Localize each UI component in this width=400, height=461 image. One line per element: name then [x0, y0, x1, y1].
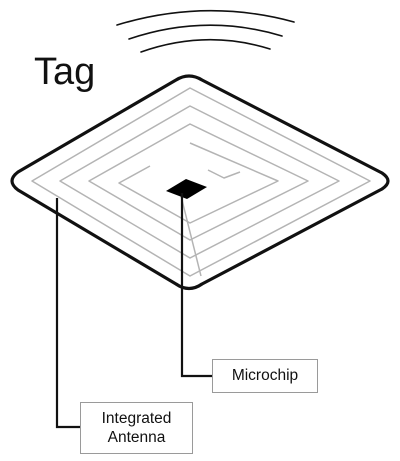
- antenna-loop-2: [59, 105, 340, 259]
- microchip-leader-line: [180, 193, 212, 378]
- microchip-label: Microchip: [231, 367, 299, 384]
- antenna-chip-lead: [180, 195, 202, 277]
- antenna-leader-line: [55, 198, 80, 429]
- antenna-label-box: Integrated Antenna: [80, 402, 193, 454]
- antenna-loop-3: [88, 123, 309, 241]
- antenna-label-line1: Integrated: [101, 409, 172, 427]
- tag-title: Tag: [34, 51, 96, 93]
- microchip-label-box: Microchip: [212, 359, 318, 393]
- microchip-icon: [166, 179, 207, 199]
- antenna-spiral: [31, 87, 371, 277]
- antenna-inner-arm: [207, 169, 241, 179]
- signal-waves-icon: [116, 9, 295, 53]
- antenna-label-line2: Antenna: [107, 429, 166, 446]
- signal-wave-inner: [140, 38, 271, 53]
- antenna-loop-4: [118, 142, 279, 224]
- antenna-loop-1: [31, 87, 371, 277]
- signal-wave-middle: [128, 24, 283, 40]
- signal-wave-outer: [116, 9, 295, 26]
- tag-outline: [10, 74, 390, 291]
